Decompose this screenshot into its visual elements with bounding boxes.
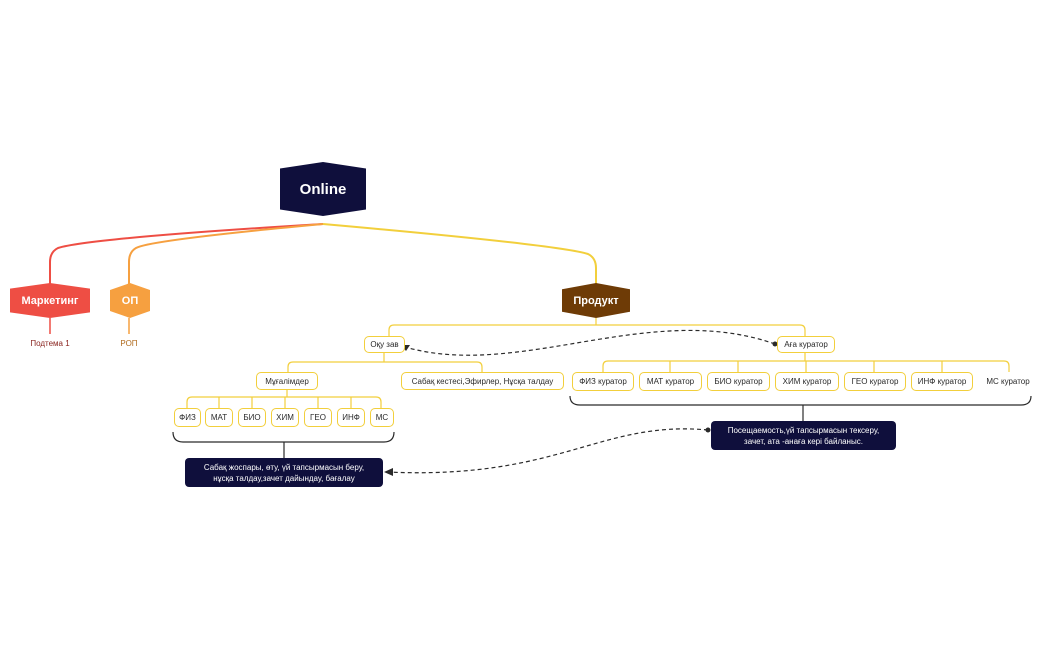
connector-teachers-bar (186, 396, 382, 408)
connector-okuzav-bar (287, 361, 483, 372)
curator-node[interactable]: ХИМ куратор (775, 372, 839, 391)
summary-curators-line: Посещаемость,үй тапсырмасын тексеру, (727, 425, 880, 435)
topic-product[interactable]: Продукт (562, 283, 630, 318)
relation-aga-okuzav (404, 329, 776, 356)
summary-curators[interactable]: Посещаемость,үй тапсырмасын тексеру, зач… (711, 421, 896, 450)
connector-root-product (322, 223, 597, 285)
relation-end-dot (705, 427, 711, 433)
summary-teachers-line: нұсқа талдау,зачет дайындау, бағалау (213, 473, 355, 483)
subtopic-rop[interactable]: РОП (120, 338, 138, 348)
relation-arrowhead (384, 468, 393, 476)
topic-teachers[interactable]: Мұғалімдер (256, 372, 318, 390)
curator-node[interactable]: БИО куратор (707, 372, 770, 391)
summary-teachers-line: Сабақ жоспары, өту, үй тапсырмасын беру, (203, 462, 365, 472)
relation-curator-teacher (386, 428, 709, 474)
subject-node[interactable]: ГЕО (304, 408, 332, 427)
subject-node[interactable]: ИНФ (337, 408, 365, 427)
subject-node[interactable]: МАТ (205, 408, 233, 427)
subtopic-marketing[interactable]: Подтема 1 (30, 338, 70, 348)
subject-node[interactable]: ХИМ (271, 408, 299, 427)
summary-curators-line: зачет, ата -анаға кері байланыс. (744, 436, 863, 446)
curator-node[interactable]: ГЕО куратор (844, 372, 906, 391)
curator-node[interactable]: ФИЗ куратор (572, 372, 634, 391)
connector-root-marketing (49, 223, 324, 285)
summary-teachers[interactable]: Сабақ жоспары, өту, үй тапсырмасын беру,… (185, 458, 383, 487)
connector-root-op (128, 223, 324, 285)
topic-op[interactable]: ОП (110, 283, 150, 318)
brace-teachers (172, 431, 395, 443)
subject-node[interactable]: БИО (238, 408, 266, 427)
curator-node[interactable]: ИНФ куратор (911, 372, 973, 391)
central-topic-online[interactable]: Online (280, 162, 366, 216)
curator-node[interactable]: МС куратор (986, 377, 1030, 386)
topic-aga-kurator[interactable]: Аға куратор (777, 336, 835, 353)
relation-end-dot (772, 341, 778, 347)
brace-curators (569, 395, 1032, 406)
topic-oku-zav[interactable]: Оқу зав (364, 336, 405, 353)
topic-schedule[interactable]: Сабақ кестесі,Эфирлер, Нұсқа талдау (401, 372, 564, 390)
curator-node[interactable]: МАТ куратор (639, 372, 702, 391)
connector-product-bar (388, 324, 806, 336)
subject-node[interactable]: ФИЗ (174, 408, 201, 427)
subject-node[interactable]: МС (370, 408, 394, 427)
topic-marketing[interactable]: Маркетинг (10, 283, 90, 318)
